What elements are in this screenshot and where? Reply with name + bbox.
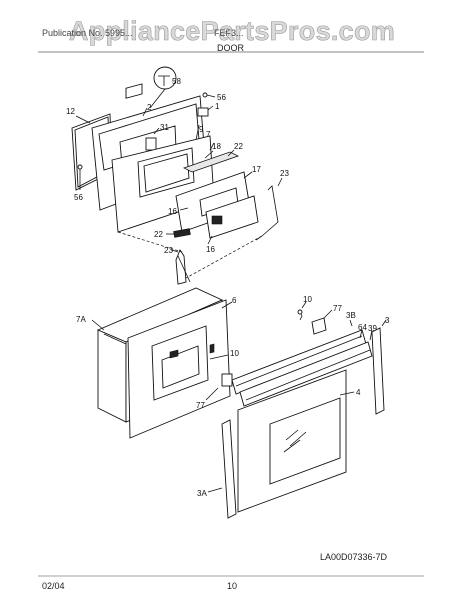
callout-7: 7 [206,130,211,139]
callout-18: 18 [212,142,221,151]
part-16-17-19-heat-shields[interactable]: 17 16 16 [168,165,261,254]
callout-31: 31 [160,123,169,132]
callout-23a: 23 [280,169,289,178]
callout-6: 6 [232,296,237,305]
callout-3b: 3B [346,311,356,320]
part-3a-side-trim[interactable]: 3A [197,419,237,519]
callout-10b: 10 [303,295,312,304]
part-3-side-trim[interactable]: 3 [371,316,390,415]
callout-64: 64 [358,323,367,332]
callout-17: 17 [252,165,261,174]
part-22-glass-lower[interactable]: 22 [154,228,191,239]
header-model-text: FEF3... [214,28,244,38]
part-56-clips[interactable]: 56 56 [74,92,226,202]
callout-22b: 22 [154,230,163,239]
callout-56b: 56 [74,193,83,202]
lower-door-assembly: 7A 6 10 77 3B 64 [76,287,390,519]
part-1-2-31-brackets[interactable]: 2 31 1 [125,83,220,151]
callout-10a: 10 [230,349,239,358]
callout-56a: 56 [217,93,226,102]
callout-16a: 16 [168,207,177,216]
callout-3: 3 [385,316,390,325]
callout-12: 12 [66,107,75,116]
callout-39: 39 [368,324,377,333]
callout-7a: 7A [76,315,86,324]
callout-16b: 16 [206,245,215,254]
callout-1: 1 [215,102,220,111]
part-10-77-screw-bracket[interactable]: 10 77 [297,295,342,335]
part-58-screw-callout[interactable]: 58 [153,66,181,90]
footer-date: 02/04 [42,581,65,591]
callout-22a: 22 [234,142,243,151]
callout-4: 4 [356,388,361,397]
callout-23b: 23 [164,246,173,255]
header-publication-text: Publication No. 5995... [42,28,133,38]
part-3b-64-39-handle-trim[interactable]: 3B 64 39 [231,311,377,407]
part-4-outer-door-panel[interactable]: 4 [237,369,361,513]
watermark-text: AppliancePartsPros.com [69,16,395,46]
part-22-glass-top[interactable]: 22 [182,142,243,173]
footer-page-number: 10 [227,581,238,591]
callout-58: 58 [172,77,181,86]
callout-77b: 77 [196,401,205,410]
callout-9: 9 [199,125,204,134]
callout-2: 2 [147,103,152,112]
drawing-id: LA00D07336-7D [320,552,388,562]
callout-3a: 3A [197,489,207,498]
upper-door-assembly: 58 12 56 56 9 [66,66,289,285]
part-23-hinges[interactable]: 23 23 [164,169,289,285]
callout-77a: 77 [333,304,342,313]
page-title: DOOR [217,43,244,53]
part-6-inner-door-panel[interactable]: 6 10 [127,296,239,439]
